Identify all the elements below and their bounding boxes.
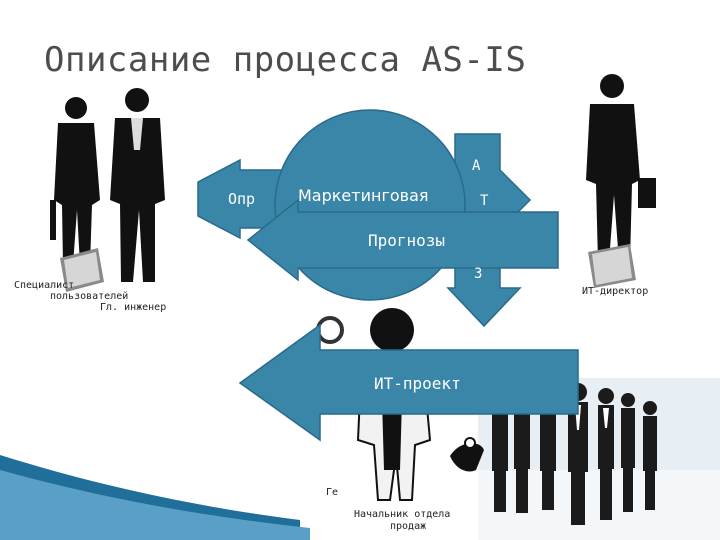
label-chief-engineer: Гл. инженер — [100, 302, 167, 313]
label-general-partial: Ге — [326, 487, 339, 498]
label-sales-head-line1: Начальник отдела — [354, 509, 451, 520]
book-icon-left — [60, 248, 104, 292]
partial-letter-a: А — [472, 158, 481, 174]
book-icon-right — [588, 244, 636, 288]
slide-title: Описание процесса AS-IS — [44, 40, 527, 80]
business-team — [492, 383, 657, 525]
label-it-director: ИТ-директор — [582, 286, 649, 297]
arrow-prognozy — [246, 198, 559, 282]
person-it-director — [586, 74, 656, 262]
it-project-label: ИТ-проект — [374, 374, 461, 393]
phone-icon — [450, 437, 484, 472]
label-specialist-line1: Специалист — [14, 280, 75, 291]
partial-letter-t: Т — [480, 193, 489, 209]
partial-letter-z: З — [474, 266, 483, 282]
marketing-circle — [274, 109, 466, 301]
person-specialist — [50, 97, 100, 265]
prognozy-label: Прогнозы — [368, 231, 446, 250]
label-specialist-line2: пользователей — [50, 291, 129, 302]
arrow-it-project — [238, 323, 579, 442]
label-sales-head-line2: продаж — [390, 521, 427, 532]
marketing-label: Маркетинговая — [298, 186, 429, 205]
arrow-opr-label: Опр — [228, 190, 256, 208]
person-chief-engineer — [110, 88, 165, 282]
swoosh-light — [0, 470, 310, 540]
